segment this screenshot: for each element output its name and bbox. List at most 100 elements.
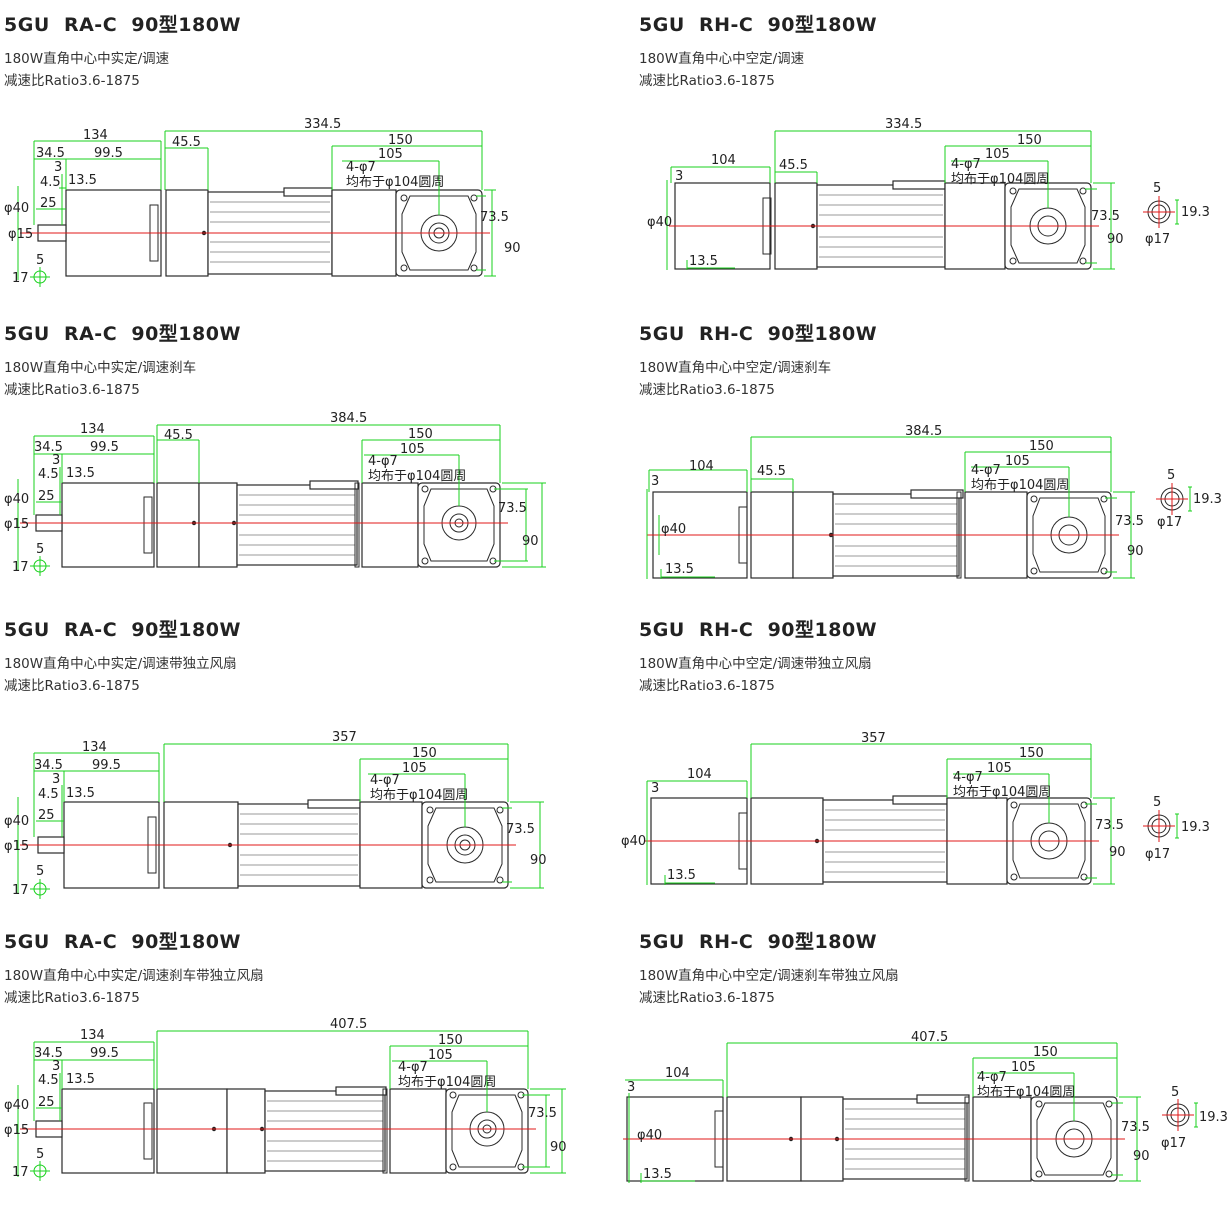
dim-bolt-circle: 105 (400, 442, 425, 457)
dim-total: 357 (332, 730, 357, 745)
dim-shaft-dia: φ15 (4, 1123, 29, 1138)
dim-flange-h: 73.5 (1115, 514, 1144, 529)
dim-box: 150 (388, 133, 413, 148)
panel-ra-4: 5GU RA-C 90型180W 180W直角中心中实定/调速刹车带独立风扇 减… (0, 917, 600, 1217)
panel-title: 5GU RA-C 90型180W (4, 619, 241, 641)
dim-pilot: 25 (38, 489, 55, 504)
dim-pilot-dia: φ40 (661, 522, 686, 537)
dim-key-w: 5 (36, 542, 44, 557)
dim-key: 3 (651, 474, 659, 489)
ra-drawing: 407.5 150 105 4-φ7 均布于φ104圆周 134 34.5 99… (4, 1017, 567, 1181)
dim-pilot-dia: φ40 (4, 1098, 29, 1113)
dim-key: 3 (52, 453, 60, 468)
rh-drawing: 407.5 150 105 4-φ7 均布于φ104圆周 104 3 φ40 1… (623, 1030, 1228, 1183)
dim-holes-desc: 均布于φ104圆周 (971, 478, 1069, 493)
panel-ratio: 减速比Ratio3.6-1875 (639, 73, 775, 89)
dim-key: 3 (651, 781, 659, 796)
panel-subtitle: 180W直角中心中空定/调速 (639, 51, 805, 67)
dim-step: 4.5 (40, 175, 61, 190)
dim-head: 34.5 (34, 1046, 63, 1061)
dim-adapter: 45.5 (164, 428, 193, 443)
dimension-lines (17, 743, 544, 899)
dim-bolt-circle: 105 (1011, 1060, 1036, 1075)
dim-holes-desc: 均布于φ104圆周 (398, 1075, 496, 1090)
panel-rh-2: 5GU RH-C 90型180W 180W直角中心中空定/调速刹车 减速比Rat… (635, 309, 1228, 609)
dim-holes-desc: 均布于φ104圆周 (368, 469, 466, 484)
dim-bolt-circle: 105 (987, 761, 1012, 776)
dim-total: 384.5 (330, 411, 367, 426)
dim-holes-desc: 均布于φ104圆周 (953, 785, 1051, 800)
dim-key-h: 17 (12, 560, 29, 575)
dim-total: 407.5 (330, 1017, 367, 1032)
dim-bore-w: 5 (1153, 181, 1161, 196)
dim-key: 3 (675, 169, 683, 184)
dim-keyway: 13.5 (68, 173, 97, 188)
dim-pilot: 25 (38, 1095, 55, 1110)
dim-head: 34.5 (34, 440, 63, 455)
dim-holes: 4-φ7 (953, 770, 983, 785)
ra-drawing: 384.5 150 105 4-φ7 均布于φ104圆周 134 34.5 99… (4, 411, 546, 576)
dim-key: 3 (54, 160, 62, 175)
dim-key-h: 17 (12, 1165, 29, 1180)
dim-flange-w: 90 (522, 534, 539, 549)
dim-pilot-dia: φ40 (4, 492, 29, 507)
panel-ratio: 减速比Ratio3.6-1875 (4, 73, 140, 89)
dim-bore-h: 19.3 (1193, 492, 1222, 507)
dim-box: 150 (438, 1033, 463, 1048)
dim-step: 4.5 (38, 467, 59, 482)
dim-bolt-circle: 105 (402, 761, 427, 776)
dim-box: 150 (412, 746, 437, 761)
dim-bore-w: 5 (1171, 1085, 1179, 1100)
dim-flange-w: 90 (530, 853, 547, 868)
dim-bolt-circle: 105 (1005, 454, 1030, 469)
dim-bore-dia: φ17 (1145, 847, 1170, 862)
dim-shaft-len: 99.5 (90, 440, 119, 455)
dim-gear-len: 104 (689, 459, 714, 474)
dim-gear-len: 134 (80, 1028, 105, 1043)
dim-holes: 4-φ7 (368, 454, 398, 469)
dim-flange-h: 73.5 (1095, 818, 1124, 833)
dim-holes: 4-φ7 (971, 463, 1001, 478)
ra-drawing: 357 150 105 4-φ7 均布于φ104圆周 134 34.5 99.5… (4, 730, 547, 899)
dimension-lines (625, 1042, 1198, 1183)
dim-holes: 4-φ7 (951, 157, 981, 172)
dim-bore-h: 19.3 (1199, 1110, 1228, 1125)
dimension-lines (666, 130, 1179, 270)
dim-key-h: 17 (12, 271, 29, 286)
panel-title: 5GU RH-C 90型180W (639, 323, 878, 345)
dim-pilot-dia: φ40 (647, 215, 672, 230)
panel-ratio: 减速比Ratio3.6-1875 (4, 382, 140, 398)
dim-box: 150 (1033, 1045, 1058, 1060)
dim-total: 334.5 (885, 117, 922, 132)
panel-title: 5GU RA-C 90型180W (4, 931, 241, 953)
ra-drawing: 334.5 150 105 4-φ7 均布于φ104圆周 134 34.5 99… (4, 117, 521, 287)
dim-holes-desc: 均布于φ104圆周 (951, 172, 1049, 187)
dim-flange-w: 90 (1107, 232, 1124, 247)
rh-outline (626, 1094, 1190, 1182)
dim-keyway: 13.5 (665, 562, 694, 577)
dim-shaft-dia: φ15 (4, 839, 29, 854)
dim-shaft-len: 99.5 (94, 146, 123, 161)
panel-ratio: 减速比Ratio3.6-1875 (4, 990, 140, 1006)
dim-step: 4.5 (38, 1073, 59, 1088)
dim-gear-len: 134 (82, 740, 107, 755)
panel-ra-3: 5GU RA-C 90型180W 180W直角中心中实定/调速带独立风扇 减速比… (0, 605, 600, 905)
panel-ratio: 减速比Ratio3.6-1875 (639, 678, 775, 694)
dim-key-w: 5 (36, 253, 44, 268)
dim-holes: 4-φ7 (398, 1060, 428, 1075)
dim-box: 150 (408, 427, 433, 442)
dim-flange-h: 73.5 (1121, 1120, 1150, 1135)
dim-key-w: 5 (36, 864, 44, 879)
rh-outline (652, 487, 1184, 579)
panel-rh-4: 5GU RH-C 90型180W 180W直角中心中空定/调速刹车带独立风扇 减… (623, 917, 1228, 1217)
dim-key: 3 (627, 1080, 635, 1095)
dim-shaft-dia: φ15 (4, 517, 29, 532)
dim-adapter: 45.5 (172, 135, 201, 150)
dim-bore-h: 19.3 (1181, 820, 1210, 835)
dim-pilot-dia: φ40 (621, 834, 646, 849)
panel-title: 5GU RH-C 90型180W (639, 14, 878, 36)
dim-gear-len: 104 (687, 767, 712, 782)
dim-gear-len: 134 (83, 128, 108, 143)
dim-keyway: 13.5 (66, 786, 95, 801)
dim-pilot-dia: φ40 (4, 814, 29, 829)
